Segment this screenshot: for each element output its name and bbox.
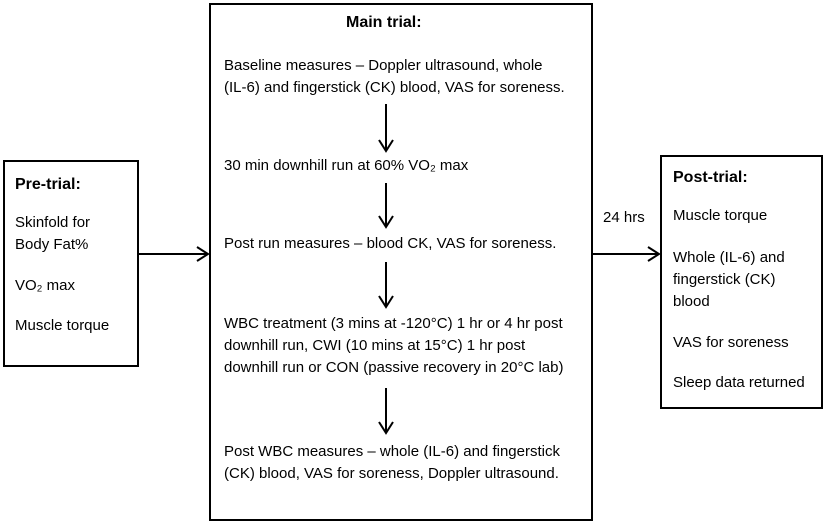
arrowhead-pre-to-main [196,246,210,262]
post-trial-box [660,155,823,409]
main-step-5-line: (CK) blood, VAS for soreness, Doppler ul… [224,465,559,482]
main-step-2: 30 min downhill run at 60% VO₂ max [224,157,469,174]
main-step-1-line: Baseline measures – Doppler ultrasound, … [224,57,543,74]
post-trial-item: Muscle torque [673,207,768,224]
main-step-3: Post run measures – blood CK, VAS for so… [224,235,557,252]
main-step-4-line: WBC treatment (3 mins at -120°C) 1 hr or… [224,315,563,332]
main-trial-box [209,3,593,521]
main-step-4-line: downhill run, CWI (10 mins at 15°C) 1 hr… [224,337,526,354]
main-trial-title: Main trial: [346,14,422,31]
pre-trial-item: VO₂ max [15,277,75,294]
pre-trial-box [3,160,139,367]
post-trial-item: fingerstick (CK) [673,271,776,288]
pre-trial-item: Skinfold for [15,214,91,231]
pre-trial-item: Body Fat% [15,236,89,253]
post-trial-item: blood [673,293,710,310]
pre-trial-item: Muscle torque [15,317,110,334]
arrowhead-main-to-post [647,246,661,262]
main-step-1-line: (IL-6) and fingerstick (CK) blood, VAS f… [224,79,565,96]
pre-trial-title: Pre-trial: [15,176,81,193]
main-step-4-line: downhill run or CON (passive recovery in… [224,359,564,376]
post-trial-item: Sleep data returned [673,374,805,391]
post-trial-item: VAS for soreness [673,334,789,351]
connector-label: 24 hrs [603,209,645,226]
main-step-5-line: Post WBC measures – whole (IL-6) and fin… [224,443,560,460]
post-trial-title: Post-trial: [673,169,748,186]
post-trial-item: Whole (IL-6) and [673,249,785,266]
